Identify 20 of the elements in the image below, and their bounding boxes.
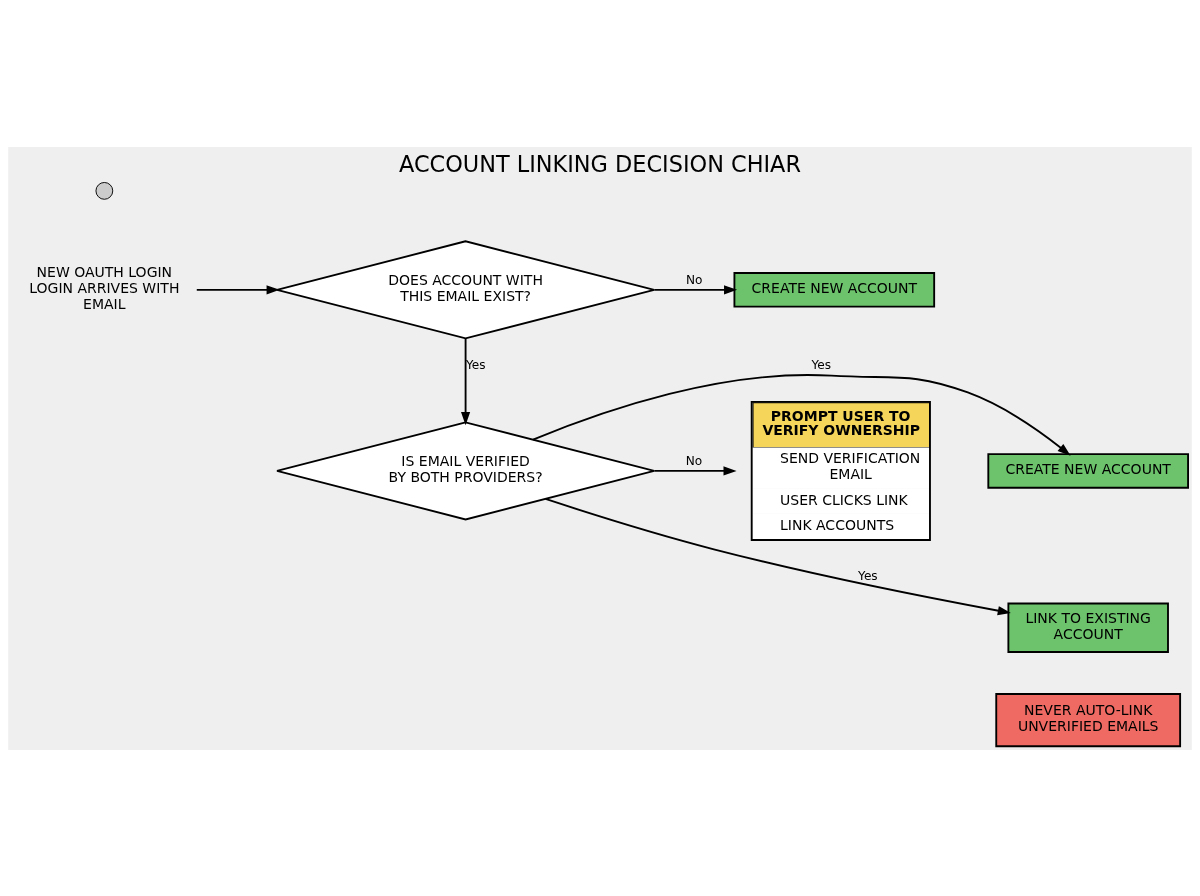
node-diamond: IS EMAIL VERIFIED BY BOTH PROVIDERS? (276, 420, 656, 520)
arrow (532, 373, 1071, 456)
edge-label: Yes (811, 357, 832, 372)
node-diamond: DOES ACCOUNT WITH THIS EMAIL EXIST? (276, 239, 656, 339)
edge-label: Yes (466, 357, 486, 372)
arrow (544, 497, 1011, 615)
node-circle (95, 181, 114, 200)
edge-label: No (685, 453, 703, 468)
diagram-title: ACCOUNT LINKING DECISION CHIAR (399, 150, 801, 177)
node-text: NEW OAUTH LOGIN LOGIN ARRIVES WITH EMAIL (29, 263, 180, 312)
edge-label: No (686, 272, 703, 287)
arrow (461, 337, 471, 425)
arrow (653, 465, 737, 475)
node-box: NEVER AUTO-LINK UNVERIFIED EMAILS (995, 692, 1182, 747)
arrow (653, 284, 738, 294)
arrow (195, 284, 280, 294)
node-box: CREATE NEW ACCOUNT (987, 452, 1189, 489)
node-box: CREATE NEW ACCOUNT (733, 271, 936, 308)
node-box: LINK TO EXISTING ACCOUNT (1007, 602, 1169, 653)
edge-label: Yes (858, 568, 878, 583)
